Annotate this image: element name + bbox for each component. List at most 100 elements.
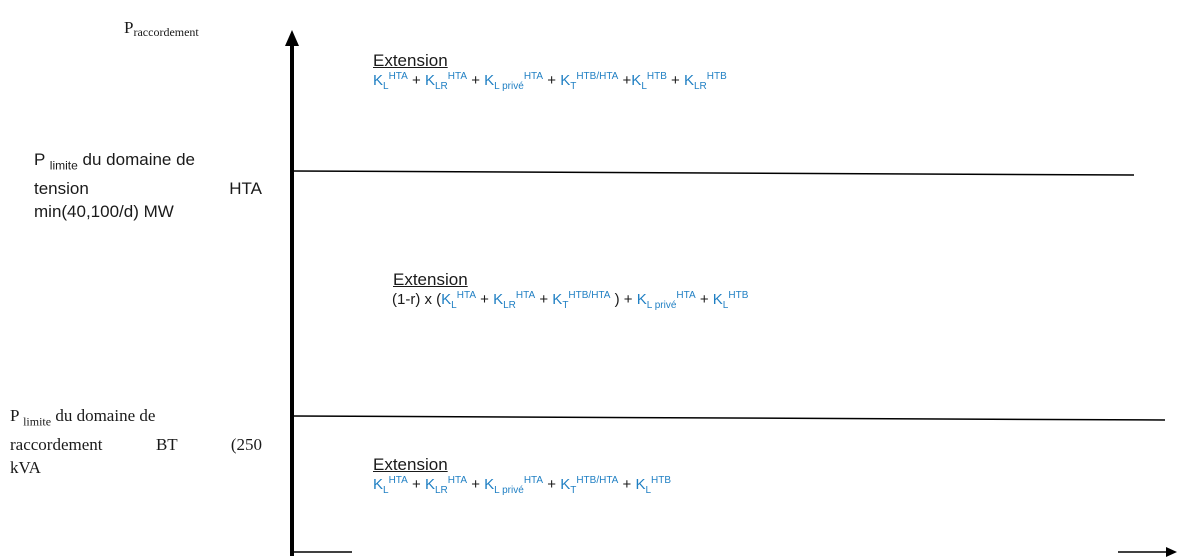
formula-term-sub: L: [645, 485, 652, 496]
formula-term: KTHTB/HTA: [560, 475, 619, 496]
formula-term-sup: HTA: [447, 71, 468, 82]
formula-term-base: K: [493, 291, 504, 308]
formula-term: KLHTB: [712, 290, 749, 311]
hta-limit-text-1: du domaine de: [82, 150, 196, 169]
hta-limit-line-1: P limite du domaine de: [34, 148, 262, 177]
hta-limit-prefix: P: [34, 150, 46, 169]
formula-term-sub: L: [641, 81, 647, 92]
formula-term-base: K: [484, 72, 495, 89]
formula-operator: +: [666, 72, 684, 89]
formula-term-base: K: [441, 291, 452, 308]
formula-term-base: K: [484, 476, 495, 493]
formula-term-sub: LR: [434, 81, 448, 92]
formula-term-sub: L privé: [646, 300, 677, 311]
bt-limit-label: P limite du domaine de raccordement BT (…: [10, 404, 262, 479]
hta-limit-text-3: min(40,100/d) MW: [34, 202, 174, 222]
zone-hta-middle: Extension (1-r) x (KLHTA + KLRHTA + KTHT…: [392, 270, 748, 311]
bt-limit-line: [291, 415, 1166, 421]
formula-operator: +: [618, 476, 636, 493]
formula-term-base: K: [424, 476, 435, 493]
x-axis-arrowhead: [1166, 547, 1177, 557]
zone-bt-lower: Extension KLHTA + KLRHTA + KL privéHTA +…: [373, 455, 671, 496]
formula-term-base: K: [683, 72, 694, 89]
bt-limit-text-1: du domaine de: [55, 406, 156, 425]
formula-term: KLHTB: [631, 71, 667, 92]
formula-term-base: K: [373, 72, 384, 89]
formula-term-sup: HTA: [515, 290, 536, 301]
formula-term: KLHTB: [635, 475, 672, 496]
zone-hta-middle-title: Extension: [393, 270, 468, 289]
formula-term-base: K: [635, 476, 646, 493]
bt-limit-prefix-sub: limite: [23, 414, 52, 429]
formula-term-sup: HTA: [523, 71, 544, 82]
bt-limit-text-3: kVA: [10, 458, 41, 478]
formula-term-sup: HTB/HTA: [568, 290, 611, 301]
formula-term-sup: HTB: [651, 475, 672, 486]
formula-term-sub: L privé: [494, 81, 524, 92]
formula-term: KLRHTA: [424, 475, 468, 496]
formula-term: KLRHTB: [683, 71, 727, 92]
formula-term-sup: HTB: [706, 71, 727, 82]
formula-term-base: K: [560, 476, 571, 493]
formula-term-sup: HTB: [646, 71, 667, 82]
zone-hta-middle-formula: (1-r) x (KLHTA + KLRHTA + KTHTB/HTA ) + …: [392, 290, 748, 311]
zone-hta-upper: Extension KLHTA + KLRHTA + KL privéHTA +…: [373, 51, 727, 92]
formula-term: KL privéHTA: [636, 290, 696, 311]
formula-term-sub: LR: [434, 485, 448, 496]
formula-term-sup: HTA: [456, 290, 476, 301]
formula-term-sub: LR: [694, 81, 707, 92]
formula-operator: +: [543, 72, 561, 89]
zone-bt-lower-title: Extension: [373, 455, 448, 474]
formula-term: KL privéHTA: [484, 475, 544, 496]
formula-prefix: (1-r) x (: [392, 291, 442, 308]
formula-term-sup: HTA: [447, 475, 468, 486]
formula-term-base: K: [424, 72, 435, 89]
formula-term-sub: L privé: [494, 485, 524, 496]
formula-term-sub: L: [451, 300, 457, 311]
formula-term-base: K: [552, 291, 563, 308]
formula-term-sub: L: [383, 81, 389, 92]
formula-term: KTHTB/HTA: [560, 71, 618, 92]
formula-term: KLRHTA: [493, 290, 536, 311]
formula-term-sub: T: [570, 81, 577, 92]
formula-operator: +: [407, 72, 425, 89]
formula-term-base: K: [636, 291, 647, 308]
formula-term-sup: HTA: [388, 71, 408, 82]
formula-operator: ) +: [610, 291, 637, 308]
formula-operator: +: [543, 476, 561, 493]
formula-operator: +: [407, 476, 425, 493]
formula-term-base: K: [712, 291, 723, 308]
bt-limit-text-2: raccordement BT (250: [10, 435, 262, 455]
zone-hta-upper-formula: KLHTA + KLRHTA + KL privéHTA + KTHTB/HTA…: [373, 71, 727, 92]
formula-term-base: K: [631, 72, 642, 89]
formula-term-sub: T: [562, 300, 569, 311]
formula-operator: +: [476, 291, 494, 308]
zone-bt-lower-formula: KLHTA + KLRHTA + KL privéHTA + KTHTB/HTA…: [373, 475, 671, 496]
y-axis-label-sub: raccordement: [133, 25, 199, 39]
formula-term-sup: HTA: [676, 290, 696, 301]
formula-term: KLHTA: [373, 475, 408, 496]
formula-operator: +: [618, 72, 632, 89]
formula-term-sup: HTA: [523, 475, 544, 486]
formula-operator: +: [467, 476, 485, 493]
formula-term-sup: HTB/HTA: [576, 475, 619, 486]
formula-term: KTHTB/HTA: [552, 290, 611, 311]
y-axis-label-main: P: [124, 18, 134, 37]
bt-limit-prefix: P: [10, 406, 19, 425]
formula-term-base: K: [560, 72, 571, 89]
formula-term-sub: L: [383, 485, 389, 496]
y-axis-arrowhead: [285, 30, 299, 46]
bt-limit-line-1: P limite du domaine de: [10, 404, 262, 433]
formula-term: KLHTA: [373, 71, 408, 92]
formula-term: KL privéHTA: [484, 71, 544, 92]
formula-operator: +: [467, 72, 485, 89]
formula-term-sup: HTA: [388, 475, 408, 486]
formula-term-sub: LR: [503, 300, 516, 311]
formula-term-base: K: [373, 476, 384, 493]
formula-term-sup: HTB: [728, 290, 749, 301]
formula-operator: +: [535, 291, 553, 308]
formula-term: KLHTA: [441, 290, 476, 311]
formula-term-sub: T: [570, 485, 577, 496]
formula-term-sub: L: [722, 300, 729, 311]
